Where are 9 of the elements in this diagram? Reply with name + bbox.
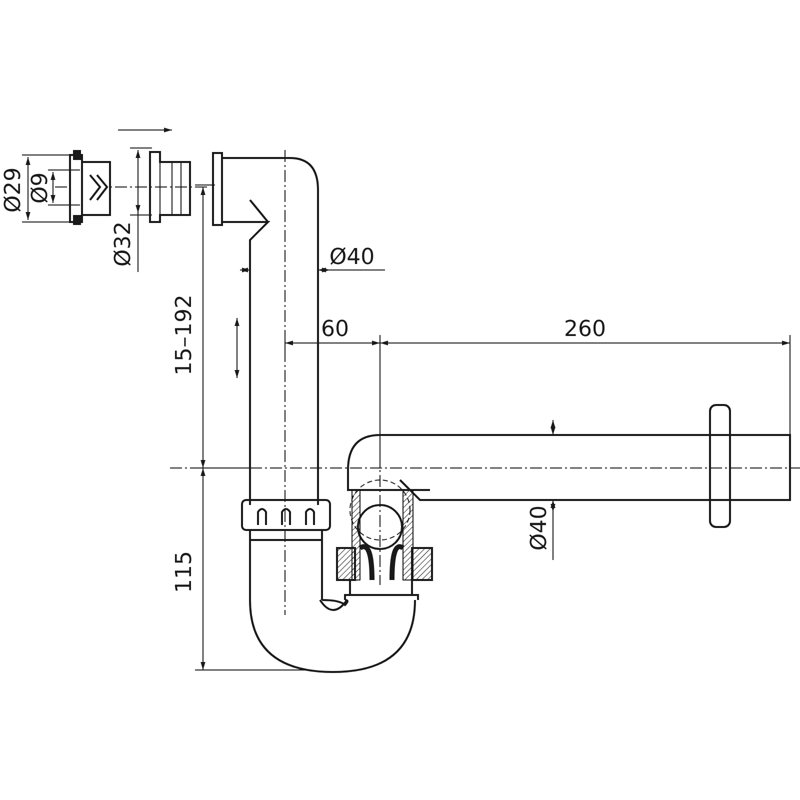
- dimension-label: Ø32: [113, 221, 135, 267]
- dimension-label: 15–192: [174, 294, 196, 376]
- dimension-label: 260: [564, 319, 606, 341]
- dimension-label: 60: [321, 319, 349, 341]
- dimension-label: 115: [174, 551, 196, 593]
- dimension-label: Ø40: [329, 247, 375, 269]
- dimension-label: Ø9: [30, 172, 52, 204]
- dimension-label: Ø29: [3, 167, 25, 213]
- dimension-label: Ø40: [529, 505, 551, 551]
